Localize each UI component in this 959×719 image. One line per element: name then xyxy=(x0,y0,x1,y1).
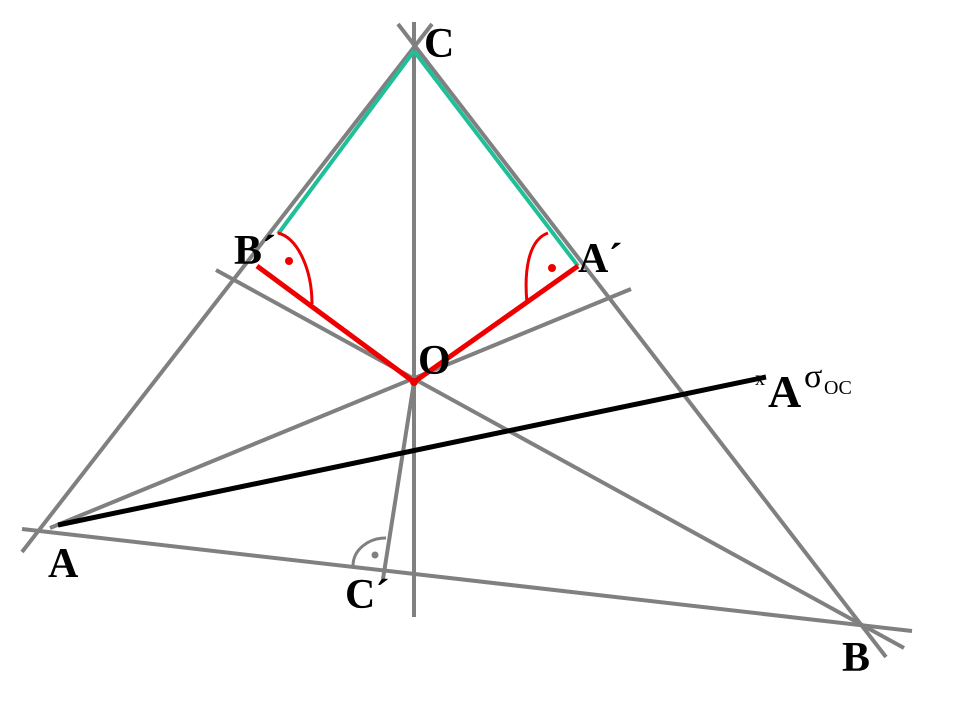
segment-C-A-prime xyxy=(412,49,580,268)
label-C-prime: C´ xyxy=(345,572,389,618)
line-BC xyxy=(396,22,888,659)
line-A-O-A-prime xyxy=(49,287,632,530)
segment-O-B-prime xyxy=(255,263,416,385)
line-O-C-prime xyxy=(381,381,416,580)
construction-lines xyxy=(20,22,913,659)
label-O: O xyxy=(418,338,451,384)
angle-arc-B-prime xyxy=(277,231,314,305)
line-AB xyxy=(21,527,913,633)
right-angle-mark-A-prime xyxy=(524,231,556,304)
segment-A-A-sigma xyxy=(57,374,767,528)
right-angle-mark-C-prime xyxy=(351,536,387,567)
angle-arc-A-prime xyxy=(524,231,549,304)
label-A-prime: A´ xyxy=(578,236,622,282)
label-A-sigma-superscript: σ xyxy=(804,358,822,395)
line-AC xyxy=(20,22,434,554)
angle-dot-B-prime xyxy=(285,257,293,265)
segment-O-A-prime xyxy=(412,263,580,385)
sides-to-C xyxy=(276,49,580,268)
label-A: A xyxy=(48,541,79,587)
label-B: B xyxy=(842,635,870,681)
line-B-prime-O-B xyxy=(215,268,905,650)
angle-dot-A-prime xyxy=(548,264,556,272)
angle-dot-C-prime xyxy=(371,551,379,559)
label-B-prime: B´ xyxy=(234,228,276,274)
vertex-O-dot xyxy=(410,378,418,386)
label-C: C xyxy=(424,21,454,67)
right-angle-mark-B-prime xyxy=(277,231,314,305)
segment-C-B-prime xyxy=(276,49,416,236)
label-A-sigma: A xyxy=(768,366,801,417)
label-A-sigma-subscript: OC xyxy=(824,377,852,399)
angle-arc-C-prime xyxy=(351,536,387,567)
perpendicular-segments xyxy=(255,263,580,385)
cross-mark-A-sigma: x xyxy=(755,368,765,390)
